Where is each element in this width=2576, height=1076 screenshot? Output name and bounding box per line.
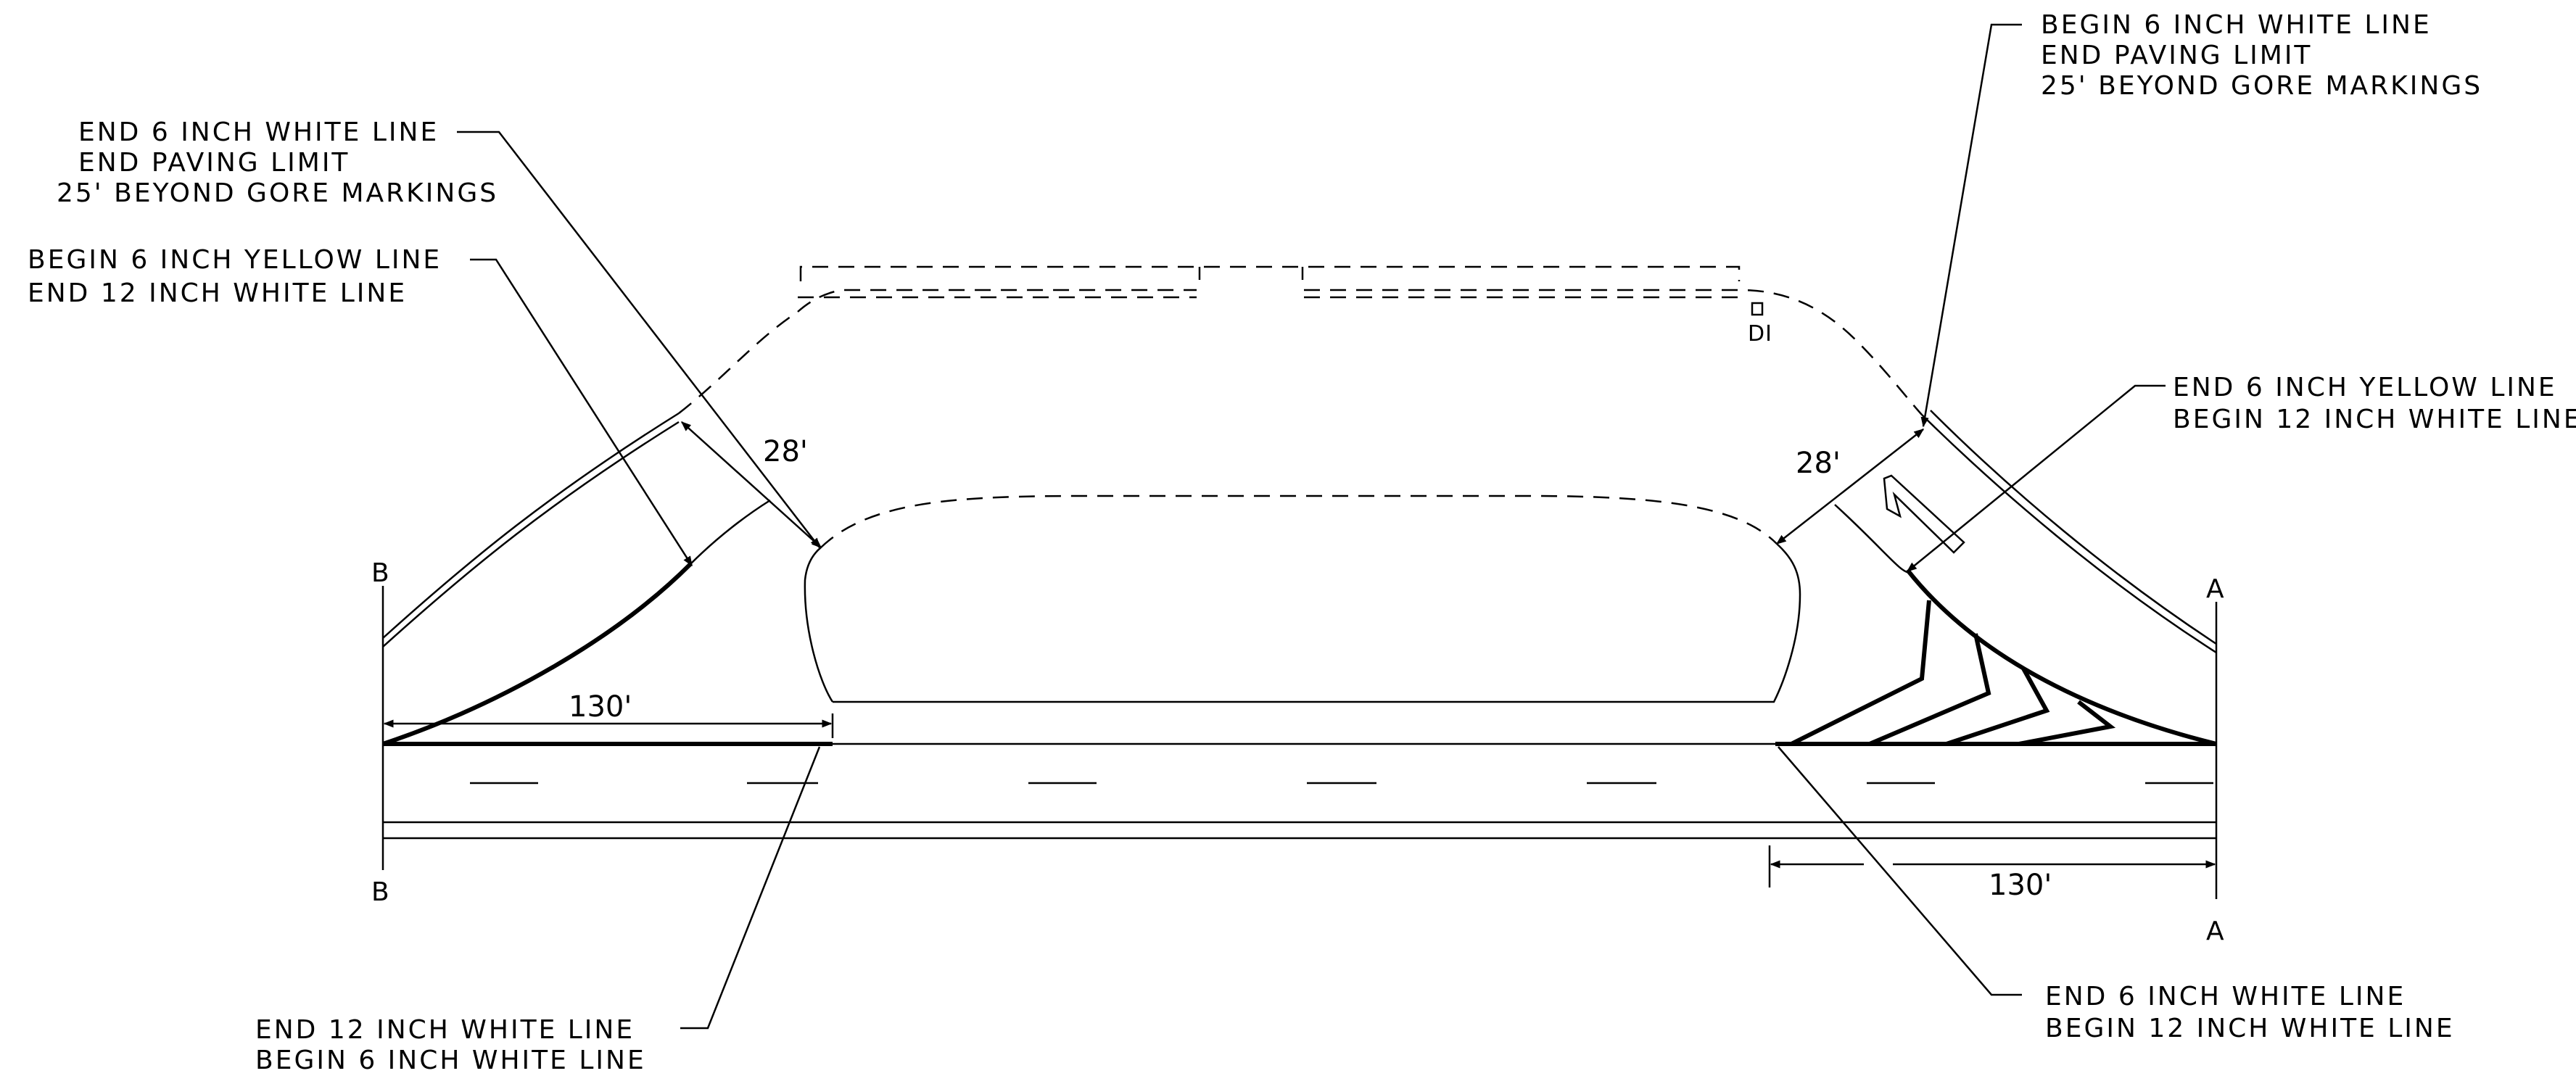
left-paving-limit — [678, 310, 798, 414]
annotation-top-right: BEGIN 6 INCH WHITE LINE END PAVING LIMIT… — [2041, 10, 2482, 101]
gore-chevron-1 — [1790, 600, 1931, 746]
right-length-label: 130' — [1989, 869, 2052, 902]
bridge-limit-bracket — [799, 265, 1741, 281]
island-right-edge — [833, 543, 1801, 703]
island-top-paving-limit — [820, 494, 1778, 548]
section-b-bottom-label: B — [371, 877, 389, 907]
left-length-label: 130' — [569, 690, 632, 724]
annotation-top-left: END 6 INCH WHITE LINE END PAVING LIMIT 2… — [57, 117, 498, 208]
upper-paving-limit-left — [797, 289, 1197, 313]
gore-island: DI — [797, 265, 1923, 703]
annotation-text: BEGIN 6 INCH WHITE LINE — [2041, 10, 2432, 40]
annotation-text: BEGIN 6 INCH YELLOW LINE — [28, 245, 442, 275]
left-ramp-outer-edge-2 — [382, 421, 680, 647]
gore-chevron-2 — [1868, 633, 1991, 746]
drop-inlet-symbol — [1751, 302, 1764, 316]
right-ramp-outer-edge-2 — [1930, 410, 2217, 645]
leader-bottom-right — [1778, 746, 2022, 996]
annotation-text: END 6 INCH WHITE LINE — [2045, 982, 2406, 1011]
leader-mid-left — [470, 258, 693, 567]
left-ramp-inner-edge — [690, 499, 771, 565]
leader-bottom-left — [680, 746, 821, 1030]
annotation-text: BEGIN 12 INCH WHITE LINE — [2045, 1014, 2455, 1043]
right-width-dimension — [1775, 429, 1925, 545]
leader-mid-right — [1906, 384, 2166, 572]
annotation-text: 25' BEYOND GORE MARKINGS — [57, 178, 498, 208]
leaders — [457, 23, 2166, 1030]
right-width-label: 28' — [1796, 447, 1841, 480]
section-a-bottom-label: A — [2206, 916, 2224, 946]
left-width-dimension — [680, 421, 822, 548]
section-b-top-label: B — [371, 558, 389, 588]
right-ramp-outer-edge — [1921, 414, 2217, 654]
left-ramp-12in-white-line — [382, 562, 693, 746]
annotation-text: END 12 INCH WHITE LINE — [255, 1015, 635, 1045]
section-lines: B B A A — [371, 558, 2224, 946]
island-left-edge — [804, 547, 834, 703]
section-a-top-label: A — [2206, 574, 2224, 604]
annotation-text: END PAVING LIMIT — [2041, 41, 2312, 70]
gore-chevron-4 — [2018, 700, 2116, 746]
leader-top-right — [1920, 23, 2022, 428]
annotation-bottom-right: END 6 INCH WHITE LINE BEGIN 12 INCH WHIT… — [2045, 982, 2455, 1043]
gore-chevron-3 — [1946, 667, 2050, 746]
annotation-text: END 12 INCH WHITE LINE — [28, 278, 407, 308]
annotation-text: 25' BEYOND GORE MARKINGS — [2041, 71, 2482, 101]
annotation-text: BEGIN 12 INCH WHITE LINE — [2173, 405, 2576, 434]
right-ramp-12in-white-line — [1905, 568, 2217, 746]
annotation-bottom-left: END 12 INCH WHITE LINE BEGIN 6 INCH WHIT… — [255, 1015, 646, 1075]
right-ramp-direction-arrow — [1883, 474, 1965, 554]
annotation-text: END 6 INCH YELLOW LINE — [2173, 373, 2557, 402]
annotation-text: END PAVING LIMIT — [78, 148, 350, 178]
left-width-label: 28' — [763, 435, 808, 468]
annotation-text: BEGIN 6 INCH WHITE LINE — [255, 1046, 646, 1075]
annotation-mid-left: BEGIN 6 INCH YELLOW LINE END 12 INCH WHI… — [28, 245, 442, 308]
left-ramp-outer-edge — [382, 412, 680, 639]
drop-inlet-label: DI — [1748, 321, 1772, 347]
upper-paving-limit-right — [1304, 289, 1923, 415]
annotation-text: END 6 INCH WHITE LINE — [78, 117, 439, 147]
annotation-mid-right: END 6 INCH YELLOW LINE BEGIN 12 INCH WHI… — [2173, 373, 2576, 434]
leader-top-left — [457, 131, 820, 549]
right-ramp — [1790, 410, 2217, 746]
dimensions: 28' 28' 130' 130' — [383, 421, 2216, 902]
mainline-roadway — [383, 742, 2216, 840]
left-ramp — [382, 310, 798, 746]
